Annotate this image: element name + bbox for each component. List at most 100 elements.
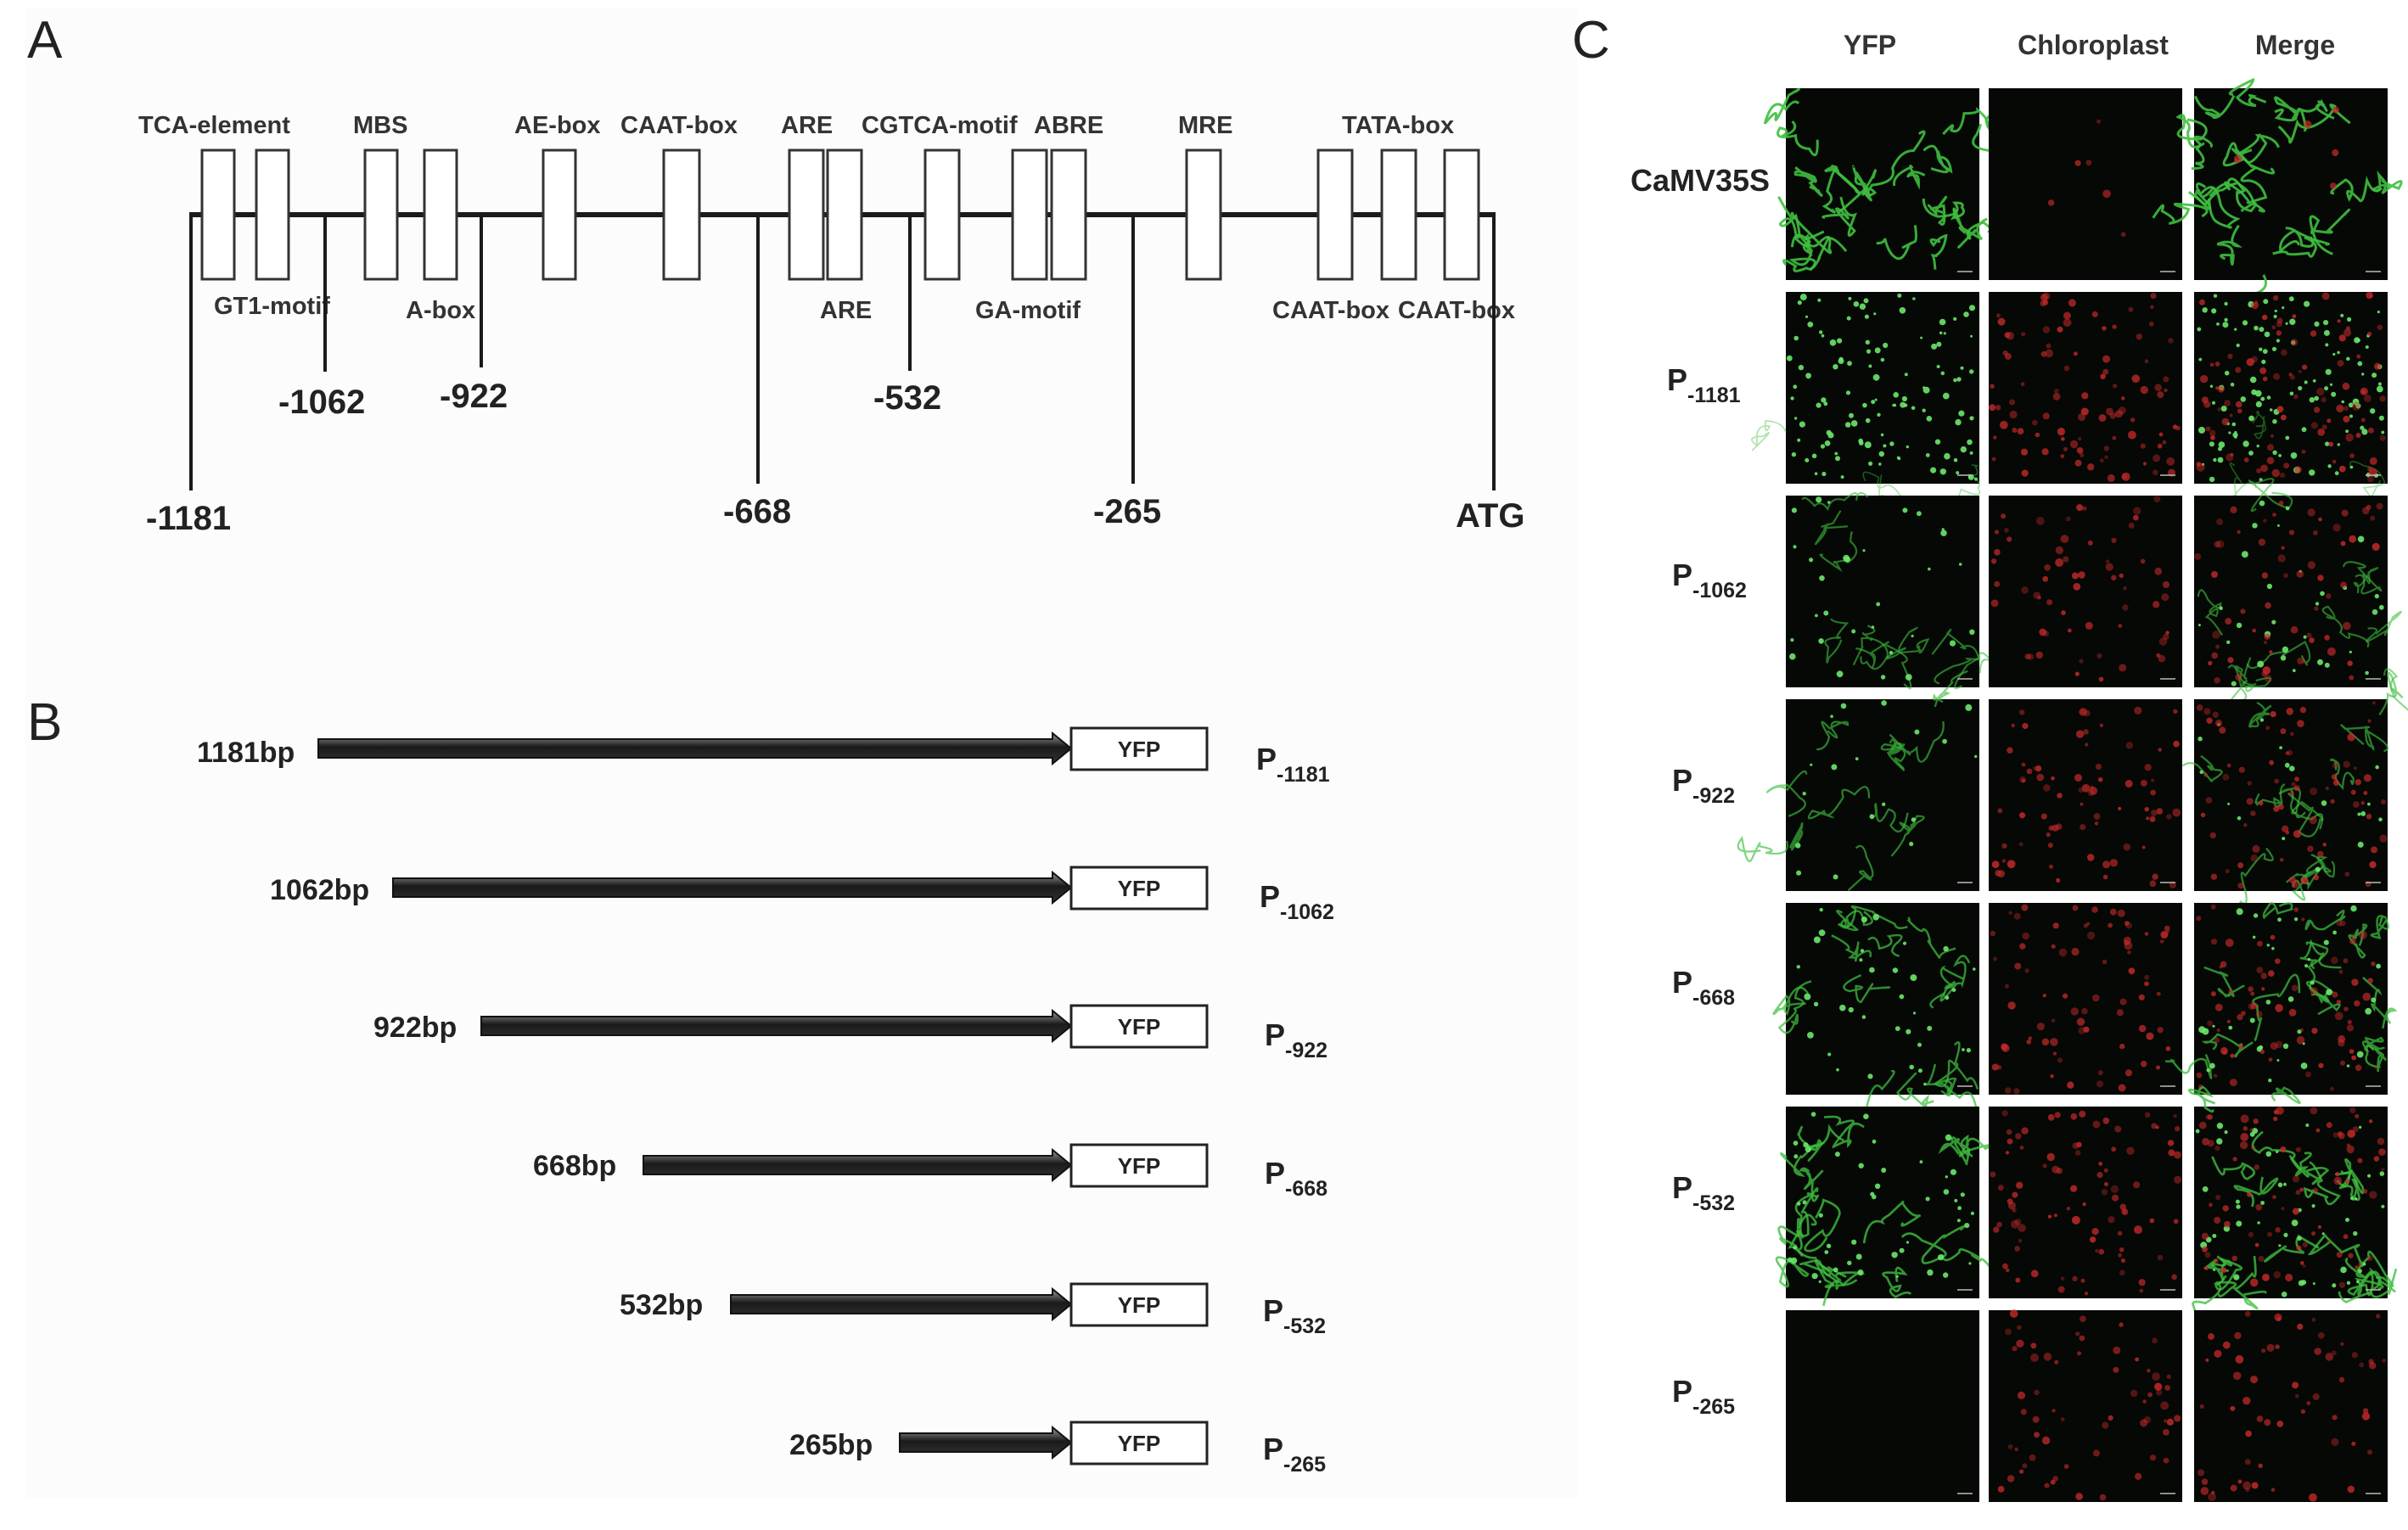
yfp-label: YFP — [1118, 737, 1161, 762]
panel-b: B 1181bp YFP P-1181 1062bp YFP P-1062 92… — [27, 693, 1334, 1477]
construct-length: 1062bp — [270, 874, 369, 906]
row-label: P-668 — [1672, 965, 1735, 1010]
micrograph-tile — [1763, 87, 2018, 280]
yfp-box — [1069, 726, 1209, 771]
construct-arrow — [480, 1008, 1073, 1044]
construct-name: P-668 — [1265, 1156, 1327, 1201]
element-label: MBS — [353, 112, 407, 139]
position-label: -668 — [723, 493, 791, 530]
position-label: -1181 — [146, 500, 231, 537]
construct-length: 532bp — [620, 1289, 703, 1321]
element-box — [363, 149, 399, 281]
element-boxes — [200, 149, 1480, 281]
row-label: P-1062 — [1672, 558, 1747, 602]
construct-row: 265bp YFP P-265 — [789, 1421, 1326, 1477]
position-label: -1062 — [278, 384, 365, 421]
row-label: CaMV35S — [1631, 163, 1770, 198]
element-label: ABRE — [1034, 112, 1103, 139]
element-label: MRE — [1178, 112, 1232, 139]
element-label: GA-motif — [975, 297, 1081, 324]
element-box — [826, 149, 863, 281]
element-box — [1050, 149, 1087, 281]
construct-arrow — [317, 731, 1073, 766]
position-label: -265 — [1093, 493, 1161, 530]
row-label: P-265 — [1672, 1374, 1735, 1419]
micrograph-tile — [1772, 903, 1979, 1146]
micrograph-tile — [1737, 670, 1979, 892]
micrograph-tile — [2181, 671, 2404, 914]
position-label: ATG — [1456, 497, 1524, 535]
construct-length: 668bp — [533, 1150, 616, 1182]
position-ticks — [189, 215, 1496, 490]
position-label: -922 — [440, 378, 508, 415]
yfp-box — [1069, 1282, 1209, 1327]
construct-row: 532bp YFP P-532 — [620, 1282, 1326, 1338]
element-box — [1443, 149, 1480, 281]
element-label: AE-box — [514, 112, 601, 139]
element-label: A-box — [406, 297, 475, 324]
micrograph-tile — [1989, 699, 2182, 891]
micrograph-tile — [1989, 903, 2182, 1095]
yfp-box — [1069, 1421, 1209, 1466]
panel-c: C YFP Chloroplast Merge CaMV35S P-1181 P… — [1572, 11, 2408, 1502]
yfp-label: YFP — [1118, 1153, 1161, 1179]
row-label: P-922 — [1672, 763, 1735, 808]
micrograph-tile — [2194, 291, 2388, 511]
micrograph-grid — [1737, 77, 2408, 1502]
element-label: ARE — [781, 112, 833, 139]
panel-a: A TCA-element MBS AE-box CAAT-box ARE — [27, 11, 1524, 537]
element-box — [923, 149, 961, 281]
micrograph-tile — [2194, 478, 2408, 711]
element-box — [1316, 149, 1354, 281]
element-box — [255, 149, 290, 281]
panel-letter-b: B — [27, 693, 62, 752]
micrograph-tile — [1775, 1107, 2010, 1307]
construct-length: 265bp — [789, 1429, 873, 1461]
row-label: P-532 — [1672, 1170, 1735, 1215]
element-box — [423, 149, 458, 281]
construct-row: 1181bp YFP P-1181 — [197, 726, 1330, 787]
micrograph-tile — [1989, 1309, 2182, 1502]
panel-letter-a: A — [27, 11, 63, 70]
element-label: TATA-box — [1342, 112, 1454, 139]
element-box — [788, 149, 825, 281]
yfp-label: YFP — [1118, 876, 1161, 901]
element-label: CAAT-box — [1398, 297, 1515, 324]
micrograph-tile — [1786, 491, 1997, 690]
yfp-box — [1069, 1143, 1209, 1188]
construct-name: P-1181 — [1256, 742, 1330, 787]
micrograph-tile — [1989, 88, 2182, 280]
construct-row: 668bp YFP P-668 — [533, 1143, 1327, 1201]
panel-letter-c: C — [1572, 11, 1610, 70]
micrograph-tile — [1786, 1310, 1979, 1502]
micrograph-tile — [1989, 1107, 2182, 1298]
element-box — [542, 149, 577, 281]
construct-name: P-265 — [1263, 1432, 1326, 1477]
construct-length: 922bp — [373, 1012, 457, 1044]
element-box — [200, 149, 236, 281]
element-label: CAAT-box — [1272, 297, 1389, 324]
yfp-box — [1069, 866, 1209, 911]
column-header-merge: Merge — [2255, 30, 2335, 60]
yfp-label: YFP — [1118, 1014, 1161, 1040]
element-label: TCA-element — [138, 112, 290, 139]
construct-arrow — [730, 1286, 1073, 1322]
yfp-label: YFP — [1118, 1292, 1161, 1318]
element-label: GT1-motif — [214, 293, 330, 320]
micrograph-tile — [2194, 1310, 2388, 1502]
element-box — [1380, 149, 1417, 281]
element-label: ARE — [820, 297, 872, 324]
column-header-yfp: YFP — [1844, 30, 1896, 60]
construct-arrow — [899, 1425, 1073, 1460]
element-box — [1185, 149, 1222, 281]
row-label: P-1181 — [1667, 362, 1741, 407]
micrograph-tile — [1989, 496, 2182, 687]
yfp-label: YFP — [1118, 1431, 1161, 1456]
construct-row: 1062bp YFP P-1062 — [270, 866, 1334, 924]
micrograph-tile — [1751, 292, 1981, 502]
column-header-chloroplast: Chloroplast — [2018, 30, 2169, 60]
yfp-box — [1069, 1004, 1209, 1049]
construct-length: 1181bp — [197, 737, 295, 769]
construct-row: 922bp YFP P-922 — [373, 1004, 1327, 1062]
